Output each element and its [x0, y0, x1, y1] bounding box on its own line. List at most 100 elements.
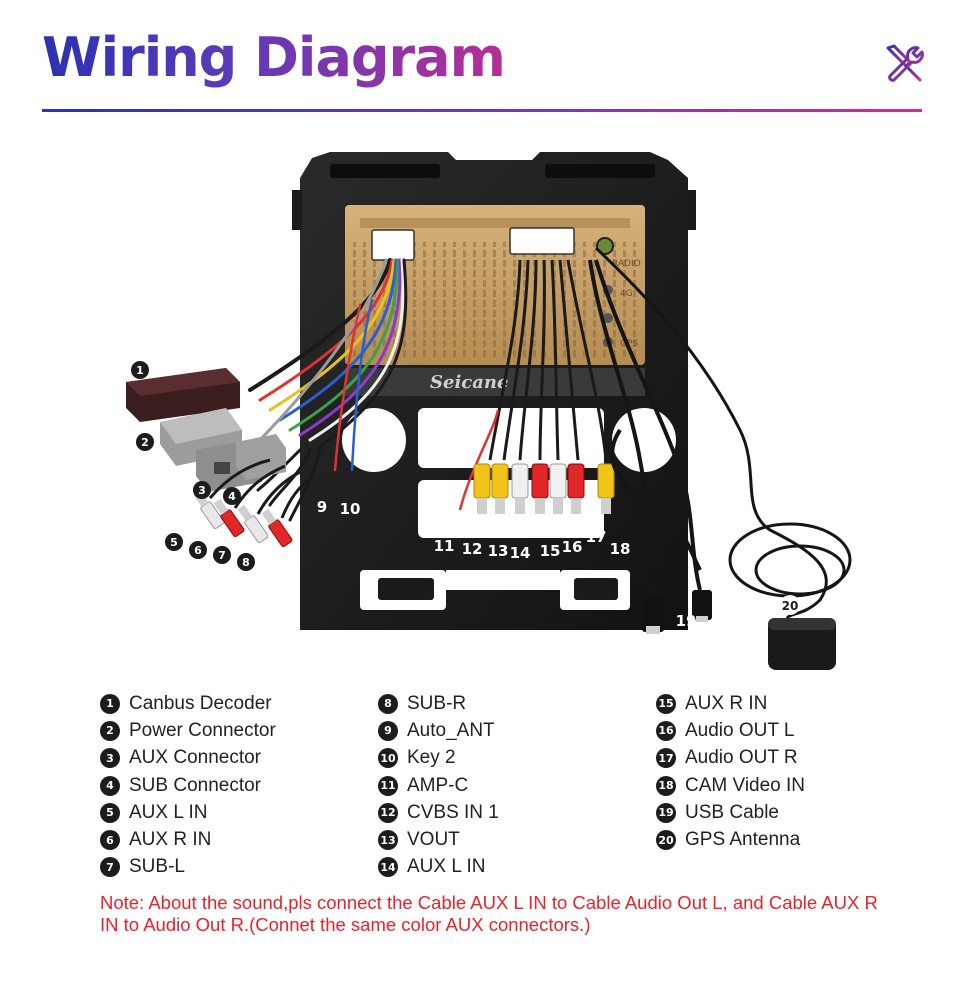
number-badge: 18: [656, 775, 676, 796]
left-harness: [248, 258, 408, 522]
usb-plugs: [642, 590, 712, 634]
number-badge: 9: [378, 720, 398, 741]
callout-2: 2: [136, 433, 154, 451]
number-badge: 7: [100, 857, 120, 878]
legend-label: USB Cable: [685, 801, 779, 823]
callout-13: 13: [488, 542, 509, 560]
svg-text:14: 14: [510, 544, 531, 562]
callout-1: 1: [131, 361, 149, 379]
callout-11: 11: [434, 537, 455, 555]
number-badge: 8: [378, 693, 398, 714]
legend-item: 14 AUX L IN: [378, 854, 499, 881]
callout-7: 7: [213, 546, 231, 564]
legend-item: 9 Auto_ANT: [378, 717, 499, 744]
svg-text:15: 15: [540, 542, 561, 560]
legend-item: 1 Canbus Decoder: [100, 690, 276, 717]
legend-label: Power Connector: [129, 719, 276, 741]
legend-label: SUB Connector: [129, 774, 262, 796]
usb-cable-leads: [588, 259, 702, 601]
canbus-decoder: [126, 368, 240, 422]
port-label-radio: RADIO: [612, 259, 641, 269]
svg-text:13: 13: [488, 542, 509, 560]
legend-label: SUB-R: [407, 692, 467, 714]
number-badge: 6: [100, 830, 120, 851]
legend-label: Audio OUT R: [685, 747, 798, 769]
legend-label: AUX Connector: [129, 747, 262, 769]
legend-item: 12 CVBS IN 1: [378, 799, 499, 826]
legend-item: 6 AUX R IN: [100, 826, 276, 853]
svg-text:16: 16: [562, 538, 583, 556]
legend-label: Key 2: [407, 747, 456, 769]
center-rca-plugs: [473, 463, 615, 514]
legend-label: Canbus Decoder: [129, 692, 272, 714]
center-harness: [458, 259, 608, 511]
legend-item: 17 Audio OUT R: [656, 745, 805, 772]
svg-text:12: 12: [462, 540, 483, 558]
number-badge: 11: [378, 775, 398, 796]
tools-icon: [886, 44, 924, 82]
svg-text:20: 20: [782, 599, 799, 613]
number-badge: 10: [378, 748, 398, 769]
gps-antenna: [594, 246, 852, 670]
port-label-4g: 4G: [620, 289, 633, 299]
callout-15: 15: [540, 542, 561, 560]
legend-label: CAM Video IN: [685, 774, 806, 796]
legend-label: CVBS IN 1: [407, 801, 499, 823]
number-badge: 4: [100, 775, 120, 796]
svg-text:18: 18: [610, 540, 631, 558]
brand-logo: Seicane: [430, 372, 508, 393]
callout-8: 8: [237, 553, 255, 571]
svg-text:17: 17: [586, 528, 607, 546]
legend-item: 8 SUB-R: [378, 690, 499, 717]
legend-item: 18 CAM Video IN: [656, 772, 805, 799]
svg-text:2: 2: [141, 436, 149, 449]
svg-text:10: 10: [340, 500, 361, 518]
number-badge: 1: [100, 693, 120, 714]
legend-item: 13 VOUT: [378, 826, 499, 853]
page-title: Wiring Diagram: [42, 20, 506, 96]
svg-text:4: 4: [228, 490, 236, 503]
number-badge: 20: [656, 830, 676, 851]
callout-12: 12: [462, 540, 483, 558]
callout-3: 3: [193, 481, 211, 499]
left-rca-plugs: [193, 458, 313, 548]
callout-4: 4: [223, 487, 241, 505]
svg-text:3: 3: [198, 484, 206, 497]
callout-9: 9: [317, 498, 327, 516]
svg-text:19: 19: [676, 612, 697, 630]
svg-text:6: 6: [194, 544, 202, 557]
number-badge: 3: [100, 748, 120, 769]
legend-label: GPS Antenna: [685, 829, 801, 851]
sound-connection-note: Note: About the sound,pls connect the Ca…: [100, 892, 878, 935]
legend-label: AUX R IN: [685, 692, 768, 714]
number-badge: 17: [656, 748, 676, 769]
svg-text:8: 8: [242, 556, 250, 569]
callout-18: 18: [610, 540, 631, 558]
number-badge: 16: [656, 720, 676, 741]
callout-17: 17: [586, 528, 607, 546]
number-badge: 2: [100, 720, 120, 741]
wiring-diagram: RADIO 4G GPS Seicane: [0, 130, 980, 690]
number-badge: 12: [378, 802, 398, 823]
callout-10: 10: [340, 500, 361, 518]
number-badge: 13: [378, 830, 398, 851]
legend-label: SUB-L: [129, 856, 185, 878]
callout-20: 20: [780, 595, 800, 615]
callout-5: 5: [165, 533, 183, 551]
callout-16: 16: [562, 538, 583, 556]
aux-sub-connectors: [196, 434, 286, 492]
title-underline: [42, 109, 922, 112]
legend-label: AUX R IN: [129, 829, 212, 851]
legend-column-1: 1 Canbus Decoder 2 Power Connector 3 AUX Co…: [100, 690, 276, 881]
number-badge: 14: [378, 857, 398, 878]
legend-item: 2 Power Connector: [100, 717, 276, 744]
legend-label: AUX L IN: [407, 856, 486, 878]
legend-label: Auto_ANT: [407, 719, 495, 741]
legend-label: VOUT: [407, 829, 460, 851]
legend-item: 7 SUB-L: [100, 854, 276, 881]
